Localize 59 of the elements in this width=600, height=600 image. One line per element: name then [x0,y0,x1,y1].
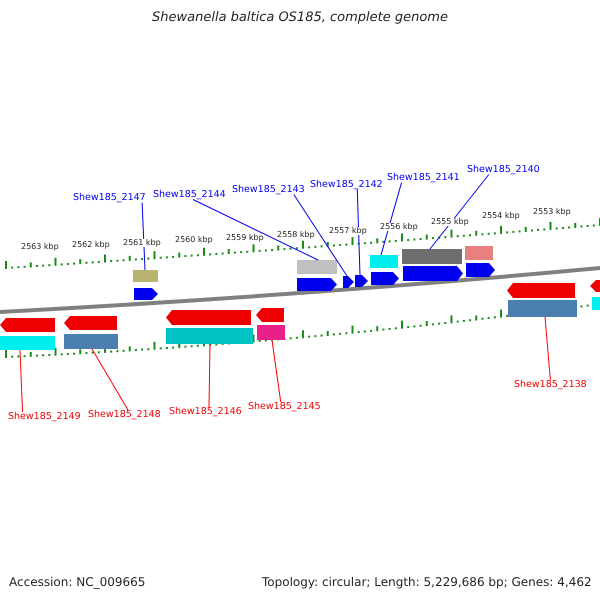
leader-line [293,194,348,276]
gene-label: Shew185_2147 [73,193,146,202]
gene-feature [403,266,463,281]
leader-line [356,189,360,276]
leader-line [192,199,318,260]
gene-feature [507,283,575,298]
gene-feature [166,310,251,325]
gene-feature [166,328,253,344]
leader-line [92,348,128,410]
axis-tick-label: 2560 kbp [175,236,213,244]
gene-label: Shew185_2138 [514,380,587,390]
footer-text: Accession: NC_009665 [9,576,146,588]
gene-feature [343,276,354,288]
leader-line [272,340,282,402]
gene-feature [256,308,284,322]
gene-feature [0,336,55,350]
gene-feature [371,272,399,285]
gene-feature [297,278,337,291]
axis-tick-label: 2553 kbp [533,208,571,216]
footer-text: Topology: circular; Length: 5,229,686 bp; Genes: 4,462 [262,576,592,588]
gene-feature [592,297,600,310]
gene-label: Shew185_2149 [8,412,81,422]
title: Shewanella baltica OS185, complete genome [151,11,449,24]
axis-tick-label: 2561 kbp [123,239,161,247]
gene-feature [64,316,117,330]
gene-label: Shew185_2142 [310,180,383,190]
gene-feature [465,246,493,260]
gene-feature [257,325,285,340]
gene-feature [370,255,398,268]
gene-label: Shew185_2143 [232,185,305,194]
axis-tick-label: 2557 kbp [329,227,367,235]
leader-line [208,344,210,408]
gene-label: Shew185_2141 [387,173,460,182]
gene-label: Shew185_2145 [248,402,321,412]
gene-feature [590,280,600,292]
axis-tick-label: 2562 kbp [72,241,110,249]
leader-line [20,350,24,412]
axis-tick-label: 2563 kbp [21,243,59,251]
axis-tick-label: 2556 kbp [380,223,418,231]
gene-feature [0,318,55,332]
gene-label: Shew185_2148 [88,410,161,420]
axis-tick-label: 2554 kbp [482,212,520,220]
gene-feature [134,288,158,300]
gene-label: Shew185_2146 [169,407,242,416]
gene-label: Shew185_2144 [153,190,226,200]
gene-feature [133,270,158,282]
gene-feature [508,300,577,317]
gene-feature [402,249,462,264]
axis-tick-label: 2559 kbp [226,234,264,242]
axis-tick-label: 2555 kbp [431,218,469,226]
leader-line [380,182,402,256]
gene-feature [297,260,337,274]
gene-feature [466,263,495,277]
gene-feature [64,334,118,349]
gene-feature [355,275,368,287]
leader-line [544,316,551,380]
gene-label: Shew185_2140 [467,165,540,174]
leader-line [142,202,146,270]
axis-tick-label: 2558 kbp [277,231,315,239]
